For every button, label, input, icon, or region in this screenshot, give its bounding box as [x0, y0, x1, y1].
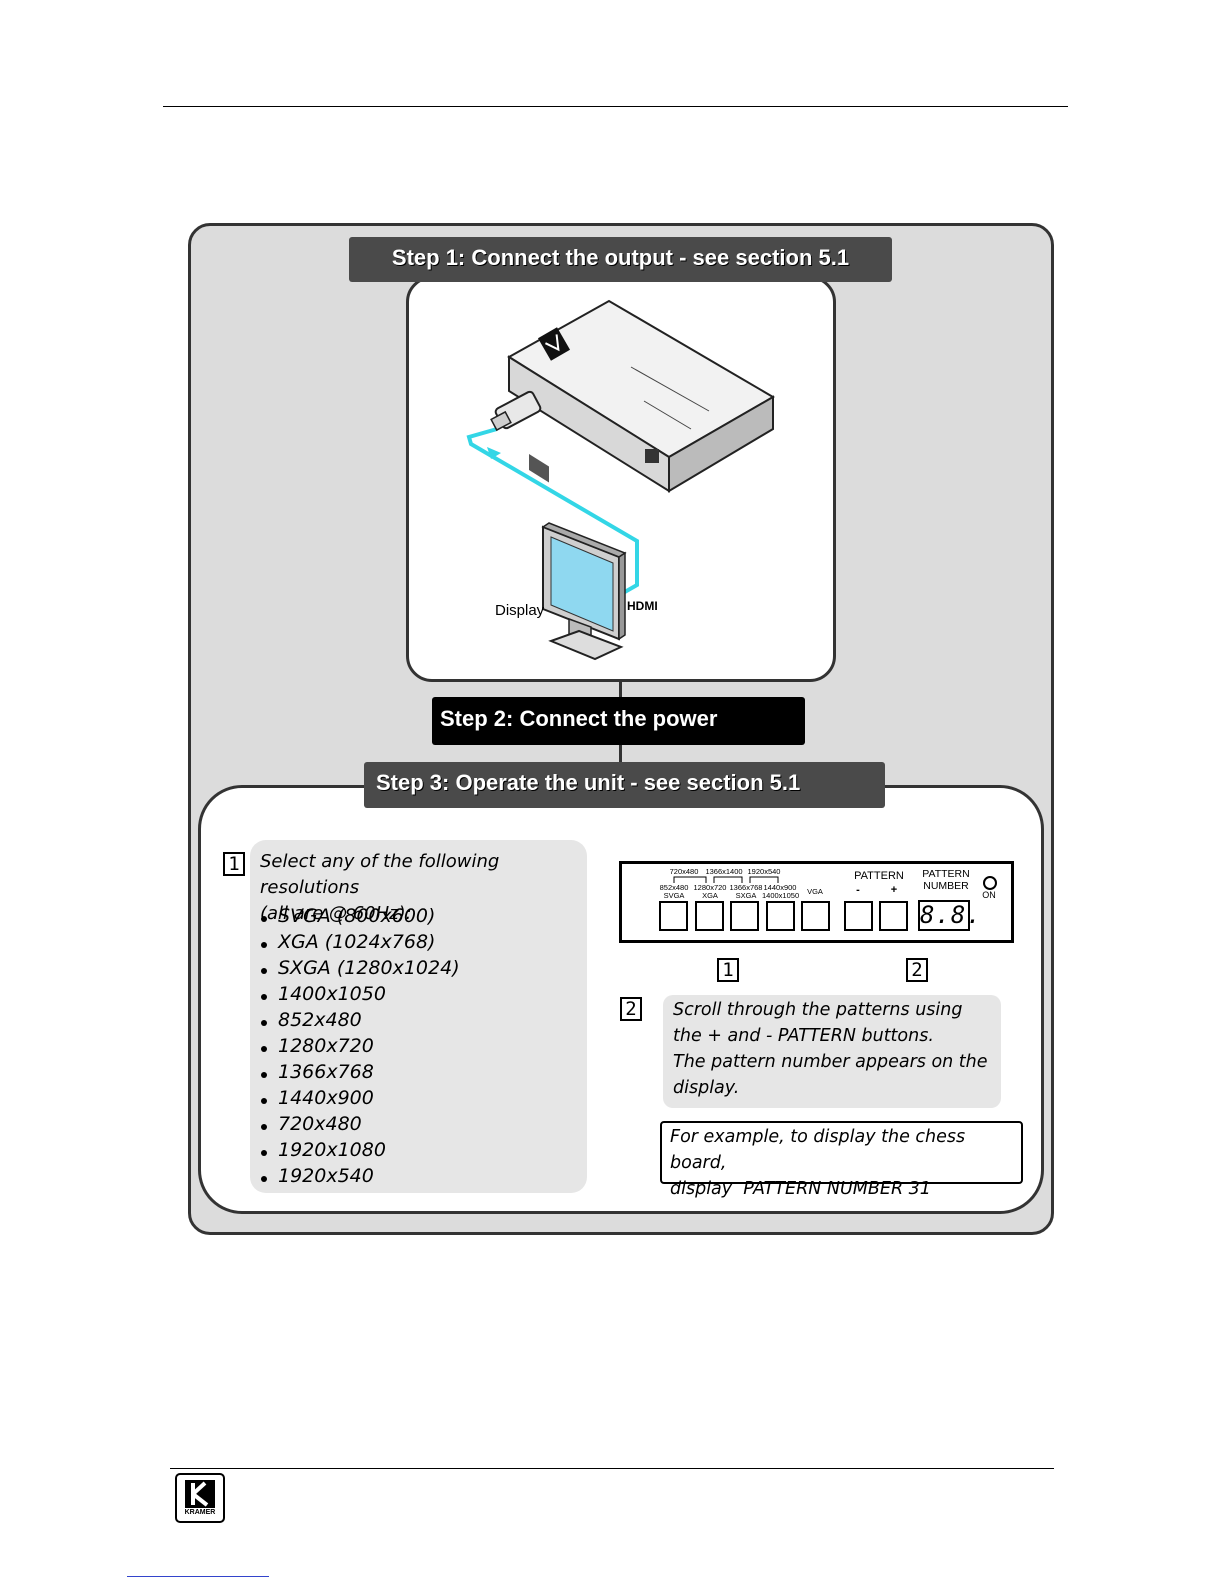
step1-title: Step 1: Connect the output - see section… [349, 237, 892, 282]
pattern-minus-label: - [856, 884, 860, 896]
example-box [660, 1121, 1023, 1184]
list-item: 1280x720 [260, 1033, 460, 1059]
panel-button-label: VGA [807, 887, 823, 896]
pattern-number-label-line: NUMBER [923, 880, 969, 892]
resolution-button[interactable] [766, 901, 795, 931]
panel-marker-1: 1 [717, 958, 739, 982]
panel-top-label: 720x480 [669, 867, 699, 876]
step1-card: Display HDMI [406, 276, 836, 682]
list-item: 1366x768 [260, 1059, 460, 1085]
pattern-plus-label: + [890, 884, 898, 896]
resolution-button[interactable] [659, 901, 688, 931]
footer-link-rule [127, 1576, 269, 1577]
monitor-display-icon [541, 522, 627, 661]
list-item: 852x480 [260, 1007, 460, 1033]
panel-button-label: 1440x900 [763, 883, 797, 892]
step-marker-1: 1 [223, 852, 245, 876]
list-item: 720x480 [260, 1111, 460, 1137]
example-text: For example, to display the chess board,… [670, 1124, 1022, 1202]
display-label: Display [495, 602, 545, 619]
list-item: 1440x900 [260, 1085, 460, 1111]
front-panel: 720x480 1366x1400 1920x540 852x480 SVGA … [619, 861, 1014, 943]
hdmi-label: HDMI [627, 599, 658, 613]
kramer-logo: KRAMER [175, 1473, 225, 1523]
patterns-panel [663, 995, 1001, 1108]
step3-title: Step 3: Operate the unit - see section 5… [364, 762, 885, 808]
list-item: SVGA (800x600) [260, 903, 460, 929]
pattern-number-display: 8.8. [918, 900, 982, 931]
panel-bracket-lines [673, 876, 779, 883]
pattern-label: PATTERN [854, 870, 904, 882]
panel-button-label: 852x480 [659, 883, 689, 892]
resolutions-panel [250, 840, 587, 1193]
panel-marker-2: 2 [906, 958, 928, 982]
list-item: 1920x1080 [260, 1137, 460, 1163]
example-line: display PATTERN NUMBER 31 [670, 1179, 931, 1199]
pattern-generator-device-icon [490, 299, 775, 493]
patterns-line: the + and - PATTERN buttons. [673, 1026, 934, 1046]
step2-title: Step 2: Connect the power [432, 697, 805, 745]
panel-button-label: SXGA [735, 891, 757, 900]
resolution-button[interactable] [730, 901, 759, 931]
pattern-plus-button[interactable] [879, 901, 908, 931]
resolutions-intro-line: (all are @ 60Hz): [260, 903, 412, 924]
pattern-minus-button[interactable] [844, 901, 873, 931]
connection-illustration: Display HDMI [466, 299, 775, 661]
panel-top-label: 1920x540 [747, 867, 781, 876]
kramer-logo-text: KRAMER [184, 1509, 216, 1516]
patterns-line: Scroll through the patterns using [673, 1000, 963, 1020]
hdmi-cable-icon [466, 427, 639, 603]
panel-button-label: XGA [702, 891, 718, 900]
panel-button-label: 1366x768 [729, 883, 763, 892]
power-led-icon [983, 876, 997, 890]
pattern-number-label-line: PATTERN [922, 868, 970, 880]
resolutions-intro-line: Select any of the following resolutions [260, 851, 500, 898]
resolutions-list: SVGA (800x600) XGA (1024x768) SXGA (1280… [260, 903, 460, 1189]
panel-button-label: 1280x720 [693, 883, 727, 892]
panel-button-label: SVGA [663, 891, 685, 900]
resolution-button[interactable] [801, 901, 830, 931]
patterns-text: Scroll through the patterns using the + … [673, 997, 998, 1101]
kramer-logo-mark-icon [185, 1480, 215, 1508]
connector-line [619, 744, 622, 764]
example-line: For example, to display the chess board, [670, 1127, 966, 1173]
list-item: 1400x1050 [260, 981, 460, 1007]
header-rule [163, 106, 1068, 107]
connector-line [619, 680, 622, 698]
panel-button-label: 1400x1050 [762, 891, 800, 900]
footer-rule [170, 1468, 1054, 1469]
step-marker-2: 2 [620, 997, 642, 1021]
resolution-button[interactable] [695, 901, 724, 931]
list-item: SXGA (1280x1024) [260, 955, 460, 981]
resolutions-intro: Select any of the following resolutions … [260, 849, 590, 927]
pattern-number-label: PATTERN NUMBER [916, 868, 976, 892]
patterns-line: The pattern number appears on the [673, 1052, 988, 1072]
patterns-line: display. [673, 1078, 740, 1098]
panel-top-label: 1366x1400 [705, 867, 743, 876]
on-label: ON [982, 890, 996, 900]
list-item: XGA (1024x768) [260, 929, 460, 955]
list-item: 1920x540 [260, 1163, 460, 1189]
